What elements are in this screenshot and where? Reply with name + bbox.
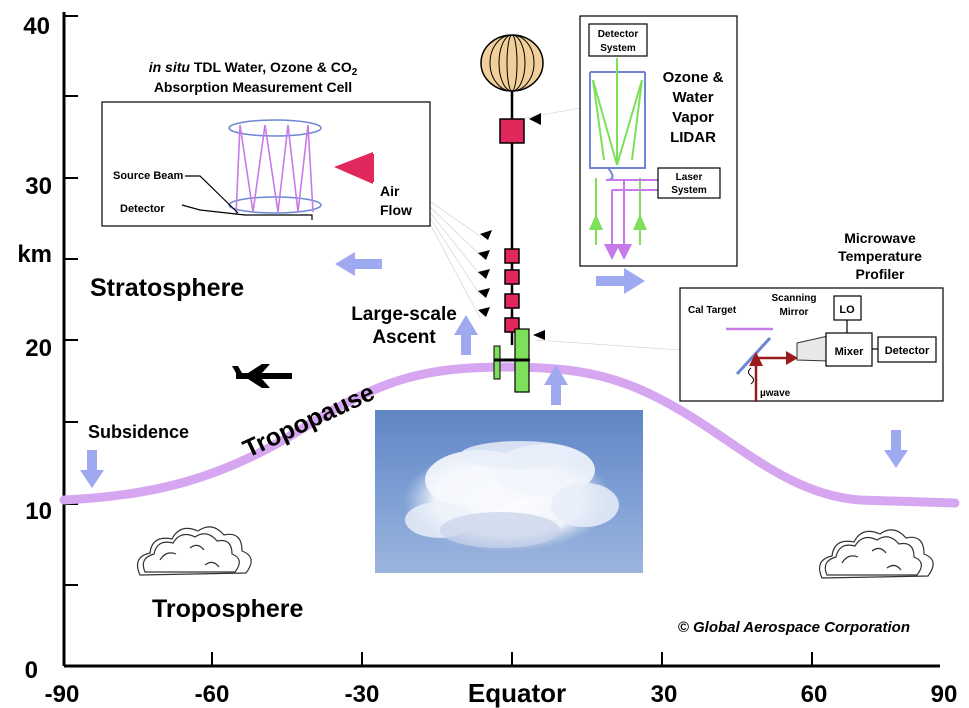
tdl-cell-box bbox=[101, 101, 431, 227]
microwave-title-line2: Temperature bbox=[838, 248, 922, 264]
cloud-outline-right bbox=[819, 529, 934, 579]
lidar-arrow-up-right bbox=[633, 214, 647, 230]
mixer-box bbox=[825, 332, 873, 367]
pointer-markers bbox=[478, 113, 545, 340]
flow-arrows bbox=[80, 252, 908, 488]
subsidence-label: Subsidence bbox=[88, 422, 189, 442]
laser-system-line2: System bbox=[671, 185, 707, 196]
subsidence-arrow-left bbox=[80, 450, 104, 488]
y-unit-label: km bbox=[17, 241, 52, 268]
air-label: Air bbox=[380, 183, 400, 199]
flow-label: Flow bbox=[380, 202, 412, 218]
lidar-arrow-up-left bbox=[589, 214, 603, 230]
balloon-gondola bbox=[478, 34, 545, 393]
lidar-beam-paths bbox=[592, 58, 643, 245]
y-tick-label-20: 20 bbox=[25, 335, 52, 362]
x-tick-label--30: -30 bbox=[345, 681, 380, 708]
ascent-label-line2: Ascent bbox=[372, 327, 436, 348]
payload-pod-3 bbox=[504, 293, 520, 309]
mw-detector-box bbox=[877, 336, 937, 363]
detector-label: Detector bbox=[120, 203, 165, 215]
wave-squiggle-icon bbox=[748, 367, 754, 385]
absorption-beam-path bbox=[235, 124, 314, 216]
x-tick-label-90: 90 bbox=[931, 681, 958, 708]
cal-target-label: Cal Target bbox=[688, 305, 737, 316]
tdl-title-italic: in situ bbox=[149, 59, 191, 75]
tdl-title-line1: in situ TDL Water, Ozone & CO2 bbox=[149, 59, 358, 78]
source-beam-leader bbox=[185, 175, 239, 214]
x-tick-label-60: 60 bbox=[801, 681, 828, 708]
laser-system-line1: Laser bbox=[676, 172, 703, 183]
subsidence-arrow-right bbox=[884, 430, 908, 468]
lidar-detector-box bbox=[588, 23, 648, 57]
x-tick-label--90: -90 bbox=[45, 681, 80, 708]
telescope-tube bbox=[589, 72, 646, 169]
microwave-title-line1: Microwave bbox=[844, 230, 916, 246]
y-tick-label-30: 30 bbox=[25, 173, 52, 200]
tdl-title-line2: Absorption Measurement Cell bbox=[154, 79, 352, 95]
lidar-title-line1: Ozone & bbox=[663, 69, 724, 86]
gondola-icon bbox=[493, 328, 530, 393]
laser-paths bbox=[606, 179, 658, 245]
scanning-mirror-line1: Scanning bbox=[771, 293, 816, 304]
lidar-detector-line1: Detector bbox=[598, 29, 639, 40]
outflow-arrow-right bbox=[596, 268, 645, 294]
scanning-mirror-line2: Mirror bbox=[780, 307, 809, 318]
source-beam-label: Source Beam bbox=[113, 170, 184, 182]
x-tick-label--60: -60 bbox=[195, 681, 230, 708]
microwave-signal-arrows bbox=[754, 356, 790, 402]
stratosphere-label: Stratosphere bbox=[90, 274, 244, 302]
scanning-mirror bbox=[735, 336, 772, 376]
lidar-title-line4: LIDAR bbox=[670, 129, 716, 146]
tdl-instrument-pod bbox=[499, 118, 525, 144]
laser-system-box bbox=[657, 167, 721, 199]
laser-arrow-down-left bbox=[604, 244, 620, 260]
tropopause-label: Tropopause bbox=[239, 378, 379, 463]
cloud-outline-left bbox=[137, 526, 252, 576]
lidar-box bbox=[579, 15, 738, 267]
ascent-label-line1: Large-scale bbox=[351, 304, 457, 325]
mirror-top bbox=[228, 119, 322, 137]
lidar-detector-line2: System bbox=[600, 43, 636, 54]
microwave-panel: Microwave Temperature Profiler Cal Targe… bbox=[679, 230, 944, 402]
airplane-icon bbox=[232, 364, 292, 388]
tdl-title-rest: TDL Water, Ozone & CO bbox=[190, 59, 352, 75]
tdl-title-subscript: 2 bbox=[352, 67, 358, 78]
y-tick-label-0: 0 bbox=[25, 657, 38, 684]
lidar-title-line3: Vapor bbox=[672, 109, 714, 126]
y-tick-label-40: 40 bbox=[23, 13, 50, 40]
lidar-panel: Detector System Laser System Ozone & Wat… bbox=[579, 15, 738, 267]
outflow-arrow-left bbox=[335, 252, 382, 276]
sight-lines bbox=[427, 107, 681, 351]
cumulonimbus-photo bbox=[375, 410, 643, 573]
balloon-icon bbox=[480, 34, 544, 92]
x-tick-marks bbox=[211, 652, 813, 666]
mixer-label: Mixer bbox=[835, 346, 864, 358]
x-tick-label-30: 30 bbox=[651, 681, 678, 708]
uwave-label: µwave bbox=[760, 388, 791, 399]
laser-arrow-down-right bbox=[616, 244, 632, 260]
tdl-cell-panel: in situ TDL Water, Ozone & CO2 Absorptio… bbox=[101, 59, 431, 227]
lidar-title-line2: Water bbox=[672, 89, 713, 106]
payload-pod-1 bbox=[504, 248, 520, 264]
detector-leader bbox=[181, 204, 313, 220]
air-flow-cone-icon bbox=[334, 152, 374, 184]
mw-detector-label: Detector bbox=[885, 345, 930, 357]
lo-label: LO bbox=[839, 304, 855, 316]
ascent-arrow-left bbox=[454, 315, 478, 355]
microwave-title-line3: Profiler bbox=[855, 266, 905, 282]
axes: 40 30 km 20 10 0 -90 -60 -30 Equator 30 … bbox=[17, 12, 957, 708]
copyright-label: © Global Aerospace Corporation bbox=[678, 619, 910, 636]
troposphere-label: Troposphere bbox=[152, 595, 304, 623]
x-tick-label-equator: Equator bbox=[468, 678, 566, 708]
payload-pod-2 bbox=[504, 269, 520, 285]
y-tick-label-10: 10 bbox=[25, 498, 52, 525]
